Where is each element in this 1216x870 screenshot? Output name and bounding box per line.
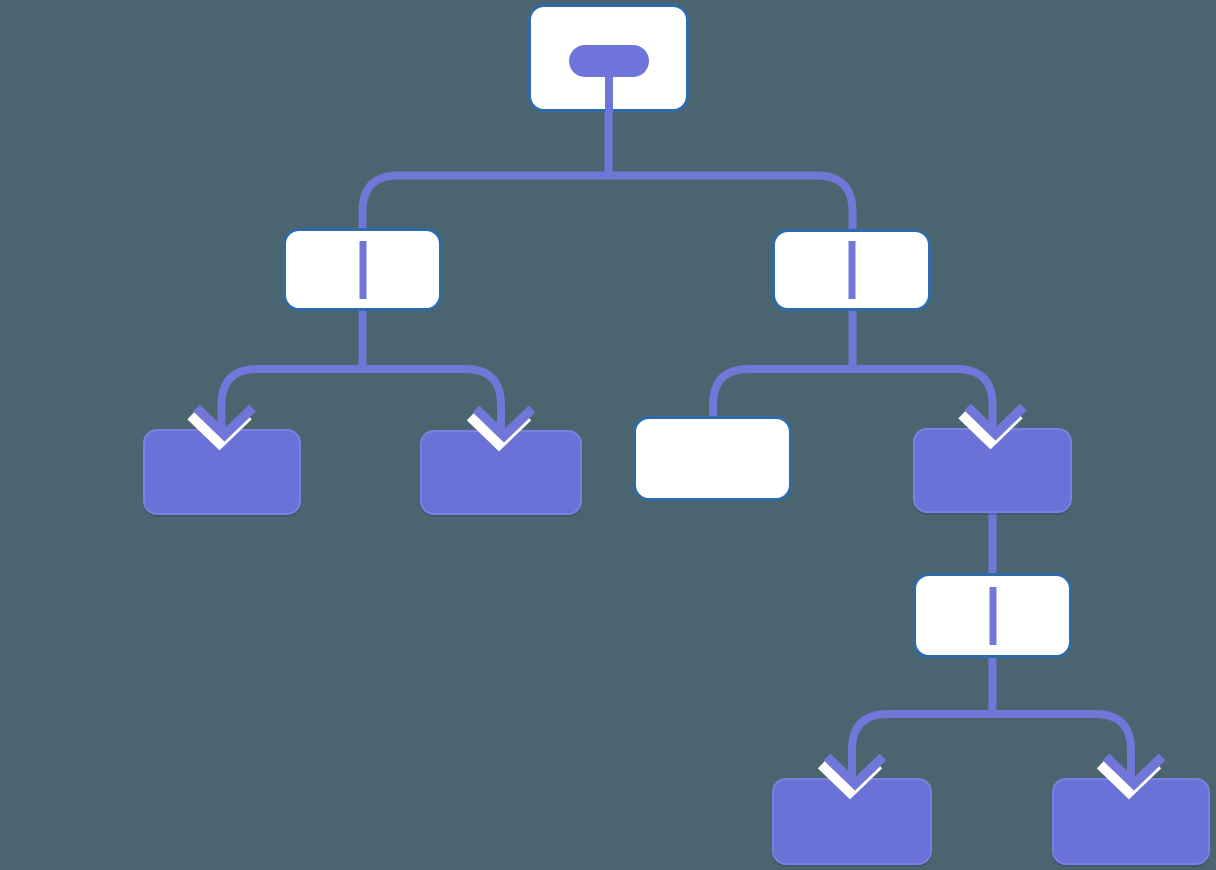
node-branch-left[interactable] bbox=[283, 228, 442, 311]
node-collapsed-bottom-2[interactable] bbox=[1052, 778, 1210, 865]
node-collapsed-left-2[interactable] bbox=[420, 430, 582, 515]
pass-through-line bbox=[989, 586, 996, 645]
pass-through-line bbox=[848, 241, 855, 299]
node-leaf-empty[interactable] bbox=[633, 416, 792, 501]
node-collapsed-right[interactable] bbox=[913, 428, 1072, 513]
edge-branch-left-to-children bbox=[217, 365, 505, 433]
node-branch-right[interactable] bbox=[772, 229, 931, 311]
node-collapsed-bottom-1[interactable] bbox=[772, 778, 932, 865]
node-root[interactable] bbox=[528, 4, 689, 112]
node-pass-through-bottom[interactable] bbox=[913, 573, 1072, 658]
pass-through-line bbox=[359, 240, 366, 299]
node-collapsed-left-1[interactable] bbox=[143, 429, 301, 515]
root-topic-pill[interactable] bbox=[568, 45, 649, 77]
edge-pass-bottom-to-children bbox=[848, 710, 1135, 781]
root-stem-line bbox=[604, 67, 613, 112]
edge-root-to-branches bbox=[358, 171, 857, 231]
